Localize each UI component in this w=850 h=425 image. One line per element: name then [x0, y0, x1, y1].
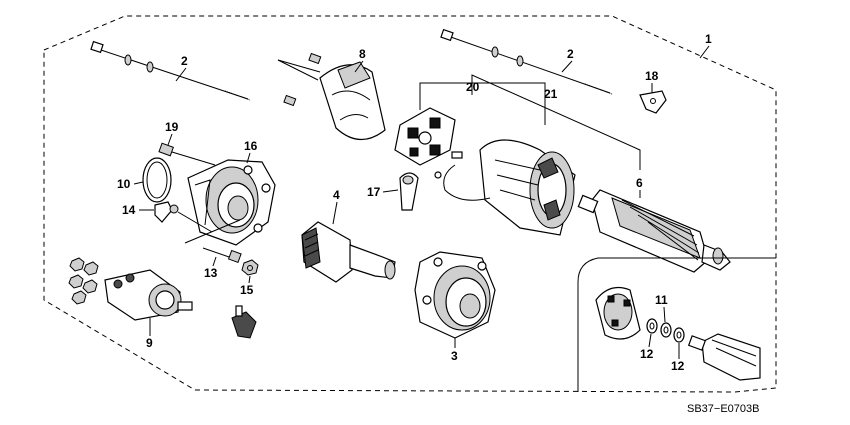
dust-seal-part [154, 201, 179, 223]
gear-housing-part [187, 159, 276, 246]
callout-12-right: 12 [671, 359, 685, 373]
callout-13: 13 [204, 266, 218, 280]
callout-20: 20 [466, 80, 480, 94]
callout-21: 21 [544, 87, 558, 101]
callout-2-right: 2 [567, 47, 574, 61]
callout-3: 3 [451, 349, 458, 363]
nut-part [241, 259, 259, 276]
starter-drive-gear-part [301, 221, 396, 283]
callout-4: 4 [333, 188, 340, 202]
front-housing-part [414, 251, 496, 339]
inset-detail [577, 257, 776, 392]
through-bolt-left [90, 40, 251, 101]
o-ring-part [142, 157, 172, 203]
diagram-reference-code: SB37−E0703B [687, 403, 759, 415]
solenoid-cover-part [283, 52, 386, 141]
callout-16: 16 [244, 139, 258, 153]
solenoid-assembly-part [104, 269, 193, 321]
callout-18: 18 [645, 69, 659, 83]
bolt-13-part [202, 247, 242, 264]
yoke-assembly-part [434, 139, 576, 236]
callout-1: 1 [705, 32, 712, 46]
callout-6: 6 [636, 176, 643, 190]
brush-part [399, 172, 419, 211]
callout-14: 14 [122, 203, 136, 217]
bolt-19-part [158, 142, 216, 166]
callout-15: 15 [240, 283, 254, 297]
callout-10: 10 [117, 177, 131, 191]
shift-lever-part [231, 305, 257, 339]
brush-holder-assembly-part [394, 107, 456, 166]
callout-2-left: 2 [181, 54, 188, 68]
armature-part [577, 189, 731, 273]
stay-part [639, 90, 667, 114]
callout-11: 11 [655, 293, 668, 307]
callout-17: 17 [367, 185, 381, 199]
callout-9: 9 [146, 336, 153, 350]
callout-12-left: 12 [640, 347, 654, 361]
callout-19: 19 [165, 120, 179, 134]
through-bolt-right [440, 28, 613, 95]
callout-8: 8 [359, 47, 366, 61]
terminal-nuts [68, 257, 99, 305]
